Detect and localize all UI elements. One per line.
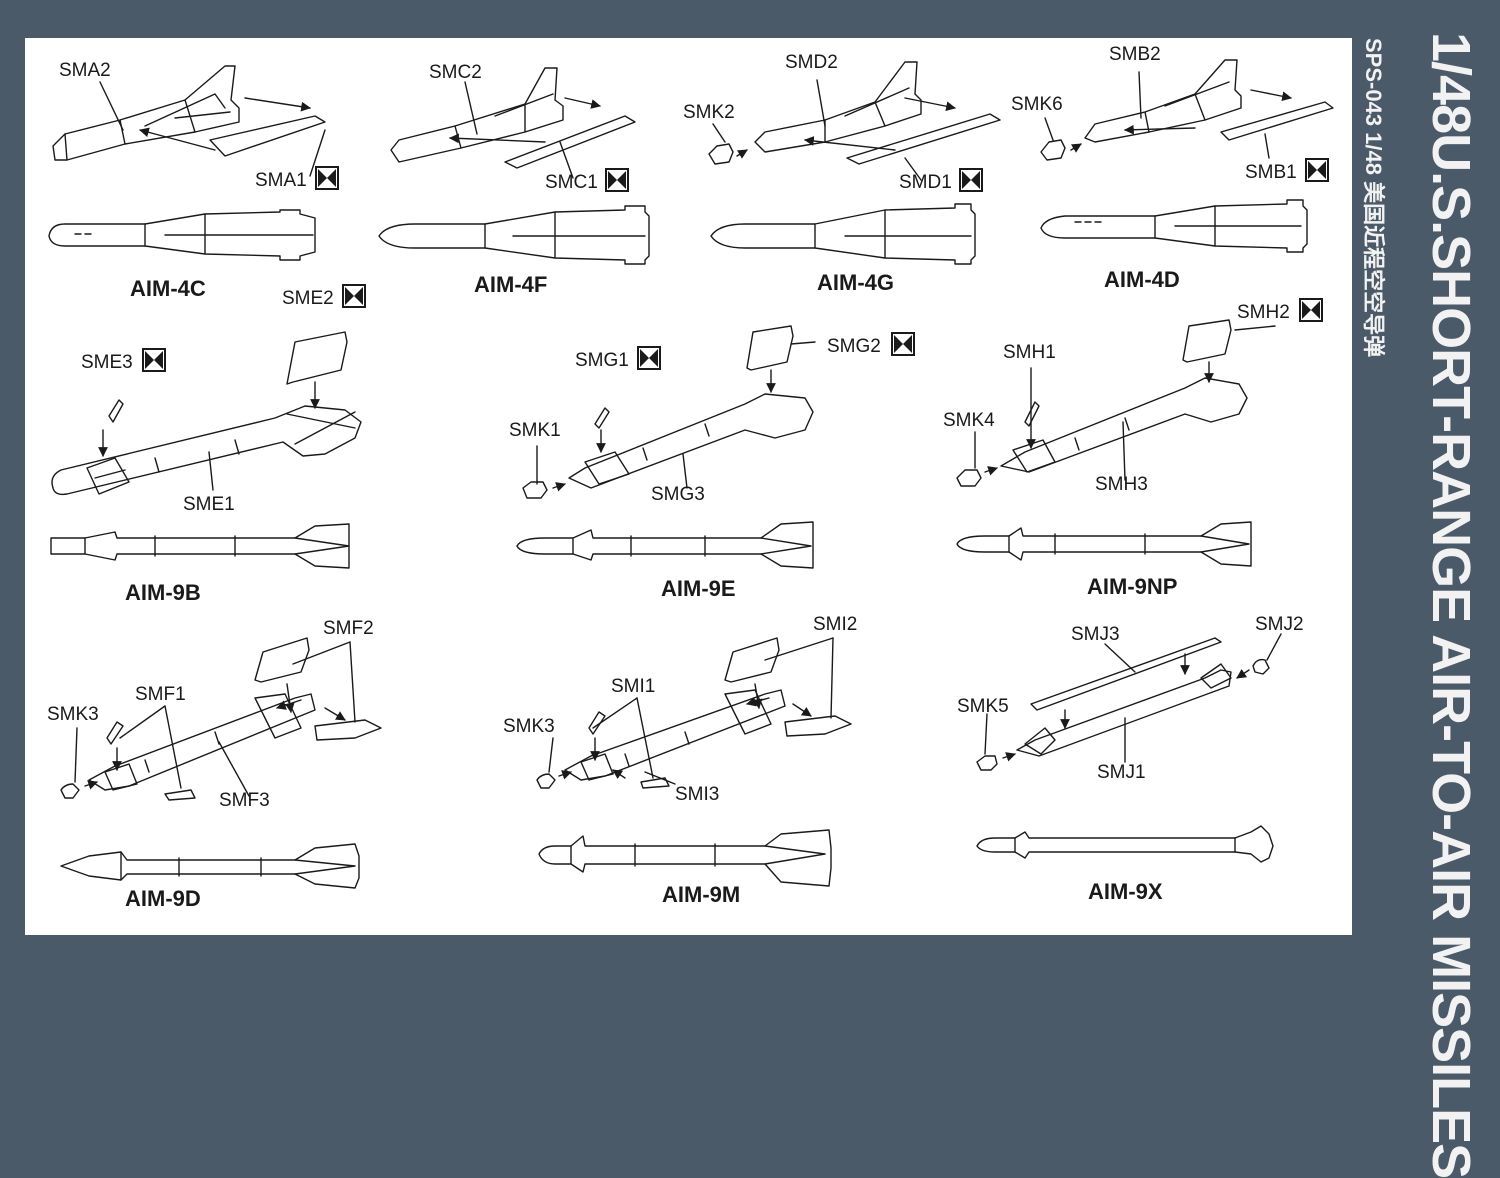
- label-smf1: SMF1: [135, 684, 186, 705]
- sheet-subtitle: SPS-043 1/48 美国近程空空导弹: [1361, 38, 1386, 358]
- aim4c-exploded: [52, 65, 326, 177]
- label-sme3: SME3: [81, 352, 133, 373]
- aim4g-profile: [710, 203, 976, 265]
- aim9m-profile: [538, 829, 832, 887]
- aim9b-exploded: [51, 331, 362, 496]
- label-smg2: SMG2: [827, 336, 881, 357]
- label-smb2: SMB2: [1109, 44, 1161, 65]
- label-smj2: SMJ2: [1255, 614, 1304, 635]
- label-smf2: SMF2: [323, 618, 374, 639]
- missile-name-aim4d: AIM-4D: [1104, 267, 1180, 292]
- aim4d-exploded: [1040, 59, 1334, 161]
- label-sme2: SME2: [282, 288, 334, 309]
- label-smi2: SMI2: [813, 614, 857, 635]
- label-smk3-b: SMK3: [503, 716, 555, 737]
- label-smg3: SMG3: [651, 484, 705, 505]
- label-smc1: SMC1: [545, 172, 598, 193]
- label-sme1: SME1: [183, 494, 235, 515]
- label-smk2: SMK2: [683, 102, 735, 123]
- aim9m-exploded: [536, 637, 852, 789]
- bowtie-icon: [891, 332, 915, 356]
- aim9np-exploded: [956, 319, 1276, 487]
- label-smg1: SMG1: [575, 350, 629, 371]
- missile-name-aim9d: AIM-9D: [125, 886, 201, 911]
- label-smd1: SMD1: [899, 172, 952, 193]
- missile-name-aim4c: AIM-4C: [130, 276, 206, 301]
- aim9b-profile: [50, 523, 350, 569]
- label-smk5: SMK5: [957, 696, 1009, 717]
- missile-name-aim9b: AIM-9B: [125, 580, 201, 605]
- aim4d-profile: [1040, 199, 1308, 253]
- label-smi3: SMI3: [675, 784, 719, 805]
- label-smd2: SMD2: [785, 52, 838, 73]
- bowtie-icon: [1305, 158, 1329, 182]
- label-smh1: SMH1: [1003, 342, 1056, 363]
- aim9x-profile: [976, 825, 1274, 863]
- bowtie-icon: [605, 168, 629, 192]
- bowtie-icon: [142, 348, 166, 372]
- aim9x-exploded: [976, 633, 1282, 771]
- label-smc2: SMC2: [429, 62, 482, 83]
- label-sma1: SMA1: [255, 170, 307, 191]
- aim9d-exploded: [60, 637, 382, 801]
- aim9e-exploded: [522, 325, 816, 499]
- aim4c-profile: [48, 209, 316, 261]
- missile-name-aim9x: AIM-9X: [1088, 879, 1163, 904]
- missile-name-aim9e: AIM-9E: [661, 576, 736, 601]
- label-smb1: SMB1: [1245, 162, 1297, 183]
- instruction-sheet: SMA2 SMA1 SMC2 SMC1 SMK2 SMD2 SMD1 SMK6 …: [25, 38, 1352, 935]
- aim4g-exploded: [708, 61, 1001, 181]
- aim4f-exploded: [390, 67, 636, 179]
- label-sma2: SMA2: [59, 60, 111, 81]
- label-smk3-a: SMK3: [47, 704, 99, 725]
- bowtie-icon: [315, 166, 339, 190]
- bowtie-icon: [1299, 298, 1323, 322]
- missile-name-aim9m: AIM-9M: [662, 882, 740, 907]
- bowtie-icon: [342, 284, 366, 308]
- label-smh2: SMH2: [1237, 302, 1290, 323]
- label-smk6: SMK6: [1011, 94, 1063, 115]
- label-smk4: SMK4: [943, 410, 995, 431]
- aim9d-profile: [60, 843, 360, 889]
- label-smj3: SMJ3: [1071, 624, 1120, 645]
- label-smh3: SMH3: [1095, 474, 1148, 495]
- label-smj1: SMJ1: [1097, 762, 1146, 783]
- missile-name-aim9np: AIM-9NP: [1087, 574, 1177, 599]
- bowtie-icon: [959, 168, 983, 192]
- label-smf3: SMF3: [219, 790, 270, 811]
- bowtie-icon: [637, 346, 661, 370]
- missile-name-aim4f: AIM-4F: [474, 272, 547, 297]
- label-smk1: SMK1: [509, 420, 561, 441]
- aim9e-profile: [516, 521, 814, 569]
- sheet-title: 1/48U.S.SHORT-RANGE AIR-TO-AIR MISSILES: [1421, 32, 1481, 1178]
- aim9np-profile: [956, 521, 1252, 567]
- aim4f-profile: [378, 205, 650, 265]
- label-smi1: SMI1: [611, 676, 655, 697]
- missile-name-aim4g: AIM-4G: [817, 270, 894, 295]
